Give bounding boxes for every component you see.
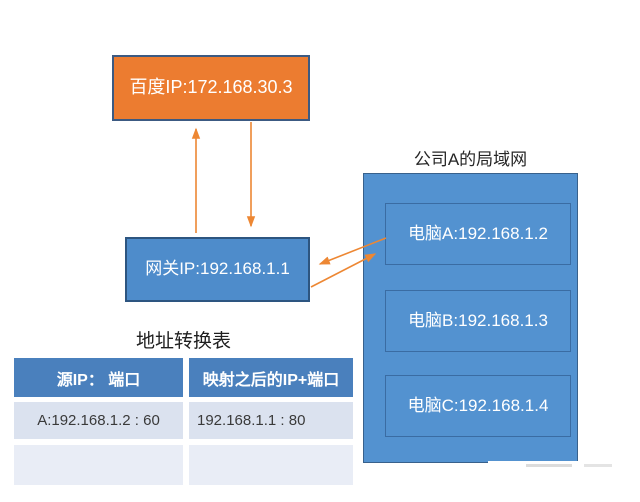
cell-mapped-empty [189,445,353,485]
table-row: A:192.168.1.2 : 60 192.168.1.1 : 80 [14,402,353,439]
computer-a-label: 电脑A:192.168.1.2 [408,223,548,243]
watermark-patch [488,461,640,479]
gateway-label: 网关IP:192.168.1.1 [145,259,290,279]
computer-b-label: 电脑B:192.168.1.3 [408,310,548,330]
nat-table-header-row: 源IP： 端口 映射之后的IP+端口 [14,358,353,397]
baidu-server-box: 百度IP:172.168.30.3 [112,55,310,121]
computer-c-box: 电脑C:192.168.1.4 [385,375,571,437]
header-mapped-ip-port: 映射之后的IP+端口 [189,358,353,397]
cell-source-empty [14,445,183,485]
cell-mapped: 192.168.1.1 : 80 [189,402,353,439]
gateway-box: 网关IP:192.168.1.1 [125,237,310,302]
watermark-dash [584,464,612,467]
table-row [14,445,353,485]
computer-b-box: 电脑B:192.168.1.3 [385,290,571,352]
cell-source: A:192.168.1.2 : 60 [14,402,183,439]
baidu-server-label: 百度IP:172.168.30.3 [129,77,293,98]
computer-a-box: 电脑A:192.168.1.2 [385,203,571,265]
computer-c-label: 电脑C:192.168.1.4 [407,395,549,415]
nat-table-title: 地址转换表 [135,331,231,352]
lan-title: 公司A的局域网 [413,150,528,169]
header-source-ip-port: 源IP： 端口 [14,358,183,397]
nat-table: 源IP： 端口 映射之后的IP+端口 A:192.168.1.2 : 60 19… [14,358,353,485]
watermark-dash [526,464,572,467]
